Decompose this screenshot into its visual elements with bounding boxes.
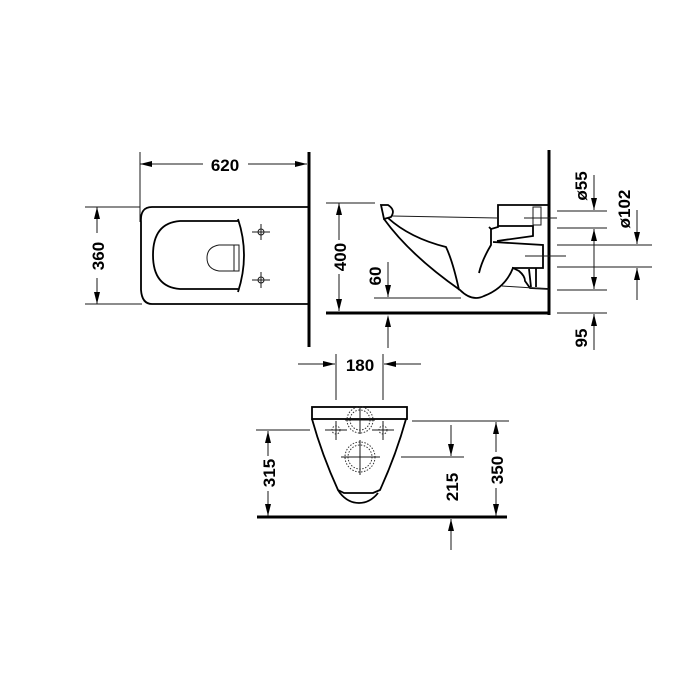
arrow-icon <box>493 504 499 516</box>
dim-label-d55: ø55 <box>572 171 591 200</box>
dim-label-95: 95 <box>572 329 591 348</box>
arrow-icon <box>336 203 342 215</box>
bolt-hole-icon <box>372 421 394 440</box>
arrow-icon <box>384 361 396 367</box>
arrow-icon <box>336 299 342 311</box>
arrow-icon <box>591 198 597 210</box>
bolt-marker-icon <box>252 224 270 240</box>
trap-profile <box>478 204 549 274</box>
front-view: 180 315 <box>256 354 509 550</box>
arrow-icon <box>634 268 640 280</box>
arrow-icon <box>323 361 335 367</box>
dim-label-350: 350 <box>488 456 507 484</box>
water-line <box>391 215 498 219</box>
dim-label-60: 60 <box>366 267 385 286</box>
bowl-profile-outer <box>383 218 550 299</box>
arrow-icon <box>140 161 152 167</box>
bolt-marker-icon <box>252 272 270 288</box>
dim-label-620: 620 <box>211 156 239 175</box>
bowl-foot-front <box>337 489 379 504</box>
arrow-icon <box>634 232 640 244</box>
arrow-icon <box>94 207 100 219</box>
dim-label-215: 215 <box>443 473 462 501</box>
arrow-icon <box>591 277 597 289</box>
arrow-icon <box>265 431 271 443</box>
side-view: 400 60 ø55 <box>326 150 652 350</box>
inlet-connector <box>532 206 542 226</box>
arrow-icon <box>448 519 454 531</box>
arrow-icon <box>94 292 100 304</box>
bolt-hole-icon <box>325 421 347 440</box>
top-view: 620 360 <box>85 152 311 347</box>
rim-profile <box>379 204 394 221</box>
bowl-outline-top <box>140 206 309 305</box>
dim-label-315: 315 <box>260 459 279 487</box>
arrow-icon <box>591 314 597 326</box>
arrow-icon <box>385 315 391 327</box>
arrow-icon <box>493 422 499 434</box>
arrow-icon <box>265 504 271 516</box>
bowl-profile-inner <box>387 217 460 291</box>
arrow-icon <box>591 229 597 241</box>
arrow-icon <box>448 444 454 456</box>
trap-detail <box>488 226 492 230</box>
outlet-block <box>492 241 544 269</box>
seat-opening <box>152 220 238 290</box>
seat-rim-curve <box>237 218 245 293</box>
arrow-icon <box>385 285 391 297</box>
arrow-icon <box>295 161 307 167</box>
dim-label-180: 180 <box>346 356 374 375</box>
dim-label-400: 400 <box>331 243 350 271</box>
outlet-bracket <box>528 268 532 288</box>
bowl-outline-front <box>311 418 407 494</box>
bowl-drain <box>206 244 240 272</box>
dim-label-360: 360 <box>89 242 108 270</box>
inlet-block <box>496 225 534 242</box>
floor-detail-line <box>501 285 550 290</box>
dim-label-d102: ø102 <box>615 190 634 229</box>
